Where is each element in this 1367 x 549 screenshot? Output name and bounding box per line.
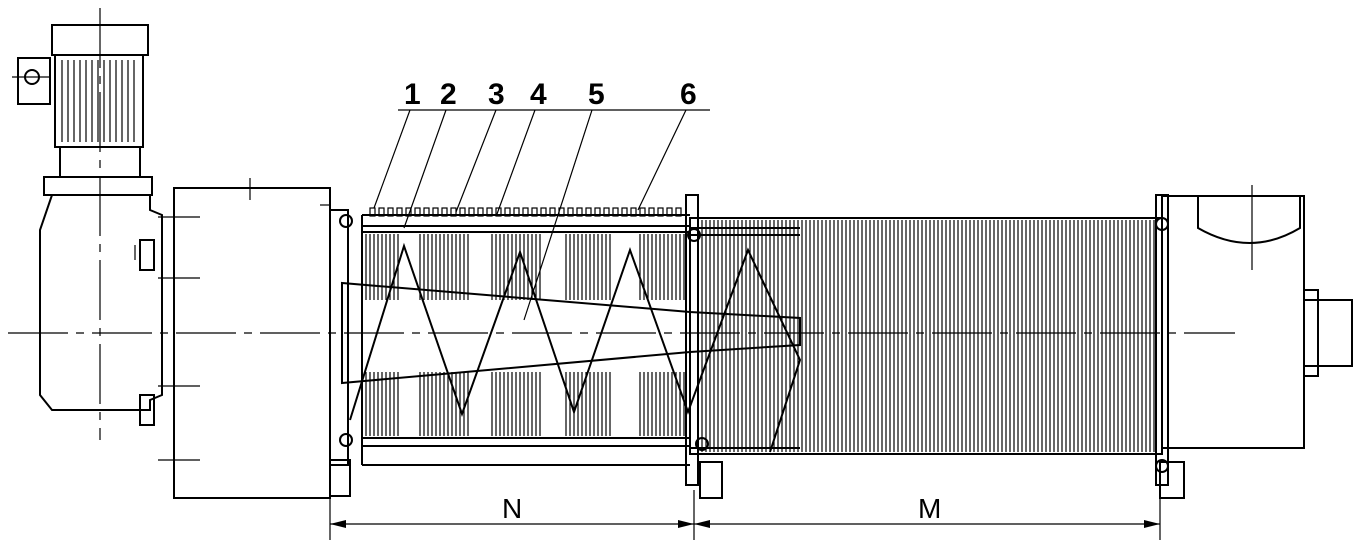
flanges xyxy=(329,194,1185,499)
callout-labels: 1 2 3 4 5 6 xyxy=(404,78,697,111)
leader-lines xyxy=(373,109,710,321)
callout-1: 1 xyxy=(404,78,421,111)
thickening-section xyxy=(329,207,690,466)
callout-5: 5 xyxy=(588,78,605,111)
discharge-housing xyxy=(1161,185,1353,449)
screw-shaft xyxy=(341,242,802,453)
dewatering-section xyxy=(689,217,1163,455)
dimension-n-label: N xyxy=(502,493,522,524)
dimension-lines: N M xyxy=(329,480,1161,540)
dimension-m-label: M xyxy=(918,493,941,524)
callout-4: 4 xyxy=(530,78,547,111)
gear-reducer xyxy=(39,194,163,426)
callout-3: 3 xyxy=(488,78,505,111)
callout-2: 2 xyxy=(440,78,457,111)
drive-housing xyxy=(158,178,331,499)
centerlines xyxy=(8,8,1235,440)
callout-6: 6 xyxy=(680,78,697,111)
motor xyxy=(12,24,153,196)
